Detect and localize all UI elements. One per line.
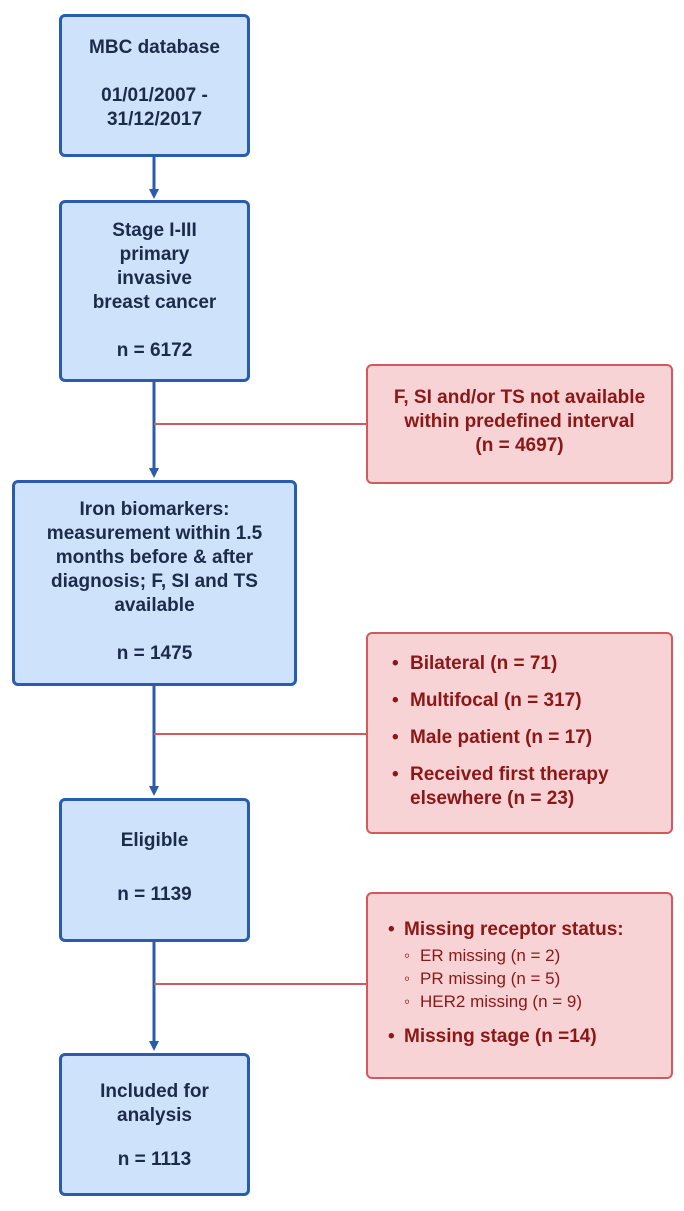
exclusion-box-third: • Missing receptor status: ER missing (n… — [366, 892, 673, 1079]
exclusion-item-therapy-elsewhere: Received first therapy elsewhere (n = 23… — [388, 763, 659, 811]
receptor-status-label: Missing receptor status: — [404, 919, 624, 940]
box-title: primary — [119, 244, 190, 265]
exclusion-text: F, SI and/or TS not available — [393, 387, 646, 408]
box-title: breast cancer — [92, 292, 217, 313]
box-title: months before & after — [55, 547, 254, 568]
count-label: n = 1475 — [116, 643, 193, 664]
mbc-database-box: MBC database 01/01/2007 - 31/12/2017 — [59, 14, 250, 157]
count-label: n = 1113 — [117, 1149, 192, 1170]
box-title: measurement within 1.5 — [46, 523, 263, 544]
count-label: n = 1139 — [117, 884, 192, 905]
exclusion-list: Bilateral (n = 71) Multifocal (n = 317) … — [388, 652, 659, 811]
spacer — [62, 1128, 247, 1148]
missing-stage-label: Missing stage (n =14) — [404, 1026, 597, 1047]
eligible-box: Eligible n = 1139 — [59, 798, 250, 942]
iron-biomarkers-box: Iron biomarkers: measurement within 1.5 … — [12, 480, 297, 686]
spacer — [62, 853, 247, 883]
exclusion-box-first: F, SI and/or TS not available within pre… — [366, 364, 673, 484]
included-analysis-box: Included for analysis n = 1113 — [59, 1053, 250, 1196]
box-title: MBC database — [89, 37, 220, 58]
spacer — [62, 315, 247, 339]
spacer — [15, 618, 294, 642]
date-range-end: 31/12/2017 — [106, 109, 203, 130]
receptor-status-item: • Missing receptor status: ER missing (n… — [388, 918, 661, 1013]
box-title: Eligible — [120, 830, 189, 851]
stage-cohort-box: Stage I-III primary invasive breast canc… — [59, 200, 250, 382]
box-title: Included for — [100, 1081, 209, 1102]
bullet-icon: • — [388, 1026, 395, 1047]
exclusion-text: within predefined interval — [404, 411, 635, 432]
box-title: diagnosis; F, SI and TS — [51, 571, 258, 592]
box-title: Iron biomarkers: — [79, 499, 230, 520]
exclusion-item-bilateral: Bilateral (n = 71) — [388, 652, 659, 676]
sub-item-er: ER missing (n = 2) — [404, 944, 661, 967]
sub-item-pr: PR missing (n = 5) — [404, 967, 661, 990]
box-title: Stage I-III — [112, 220, 197, 241]
receptor-sub-list: ER missing (n = 2) PR missing (n = 5) HE… — [404, 944, 661, 1013]
sub-item-her2: HER2 missing (n = 9) — [404, 990, 661, 1013]
exclusion-item-male: Male patient (n = 17) — [388, 726, 659, 750]
exclusion-item-multifocal: Multifocal (n = 317) — [388, 689, 659, 713]
exclusion-count: (n = 4697) — [475, 435, 564, 456]
count-label: n = 6172 — [116, 340, 193, 361]
box-title: invasive — [117, 268, 192, 289]
exclusion-box-second: Bilateral (n = 71) Multifocal (n = 317) … — [366, 632, 673, 834]
box-title: analysis — [117, 1105, 192, 1126]
bullet-icon: • — [388, 919, 395, 940]
missing-stage-item: • Missing stage (n =14) — [388, 1025, 661, 1049]
spacer — [62, 60, 247, 84]
exclusion-connectors — [154, 423, 366, 985]
date-range-start: 01/01/2007 - — [101, 85, 208, 106]
box-title: available — [114, 595, 195, 616]
